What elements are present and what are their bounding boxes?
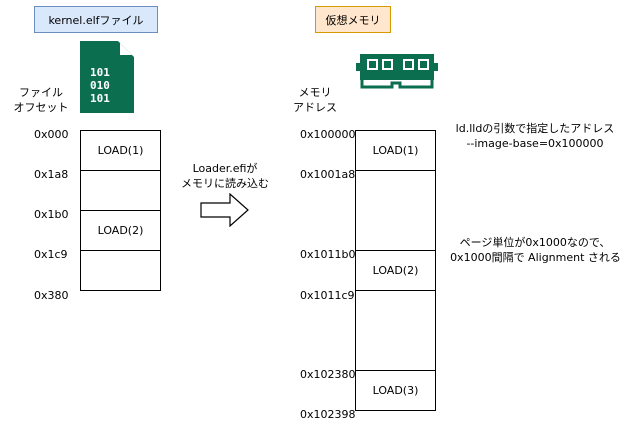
- offset-0x1b0: 0x1b0: [34, 208, 69, 221]
- memory-segment-gap1: [355, 170, 436, 251]
- memory-segment-load1: LOAD(1): [355, 130, 436, 171]
- file-icon-line-2: 010: [90, 79, 110, 92]
- alignment-note-line2: 0x1000間隔で Alignment される: [450, 251, 621, 264]
- file-segment-load2-label: LOAD(2): [97, 224, 144, 237]
- address-0x1011c9: 0x1011c9: [300, 289, 355, 302]
- virtual-memory-header: 仮想メモリ: [315, 6, 391, 33]
- file-segment-gap1: [80, 170, 161, 211]
- memory-module-icon: [356, 54, 438, 90]
- memory-address-label-line1: メモリ: [298, 86, 332, 99]
- loader-text-line2: メモリに読み込む: [181, 177, 269, 190]
- offset-0x1a8: 0x1a8: [34, 168, 69, 181]
- binary-file-icon: 101 010 101: [80, 41, 134, 113]
- address-0x1001a8: 0x1001a8: [300, 168, 356, 181]
- address-0x100000: 0x100000: [300, 128, 356, 141]
- loader-text-line1: Loader.efiが: [192, 162, 258, 175]
- image-base-note-line2: --image-base=0x100000: [466, 137, 604, 150]
- address-0x102380: 0x102380: [300, 368, 356, 381]
- kernel-elf-file-header-label: kernel.elfファイル: [48, 13, 144, 27]
- file-icon-line-1: 101: [90, 66, 110, 79]
- offset-0x1c9: 0x1c9: [34, 248, 68, 261]
- offset-0x380: 0x380: [34, 289, 69, 302]
- memory-address-label-line2: アドレス: [293, 101, 337, 114]
- virtual-memory-header-label: 仮想メモリ: [325, 13, 381, 27]
- file-offset-label-line1: ファイル: [19, 86, 63, 99]
- memory-segment-gap2: [355, 290, 436, 371]
- kernel-elf-file-header: kernel.elfファイル: [34, 6, 158, 33]
- file-icon-line-3: 101: [90, 92, 110, 105]
- address-0x1011b0: 0x1011b0: [300, 248, 356, 261]
- file-segment-load1-label: LOAD(1): [97, 144, 144, 157]
- file-segment-gap2: [80, 250, 161, 291]
- offset-0x000: 0x000: [34, 128, 69, 141]
- memory-segment-load3: LOAD(3): [355, 370, 436, 411]
- file-segment-load1: LOAD(1): [80, 130, 161, 171]
- address-0x102398: 0x102398: [300, 408, 356, 421]
- file-segment-load2: LOAD(2): [80, 210, 161, 251]
- memory-segment-load3-label: LOAD(3): [372, 384, 419, 397]
- memory-segment-load2: LOAD(2): [355, 250, 436, 291]
- right-arrow-icon: [200, 192, 250, 228]
- file-offset-label-line2: オフセット: [13, 101, 69, 114]
- memory-segment-load1-label: LOAD(1): [372, 144, 419, 157]
- image-base-note-line1: ld.lldの引数で指定したアドレス: [455, 122, 615, 135]
- alignment-note-line1: ページ単位が0x1000なので、: [459, 236, 611, 249]
- memory-segment-load2-label: LOAD(2): [372, 264, 419, 277]
